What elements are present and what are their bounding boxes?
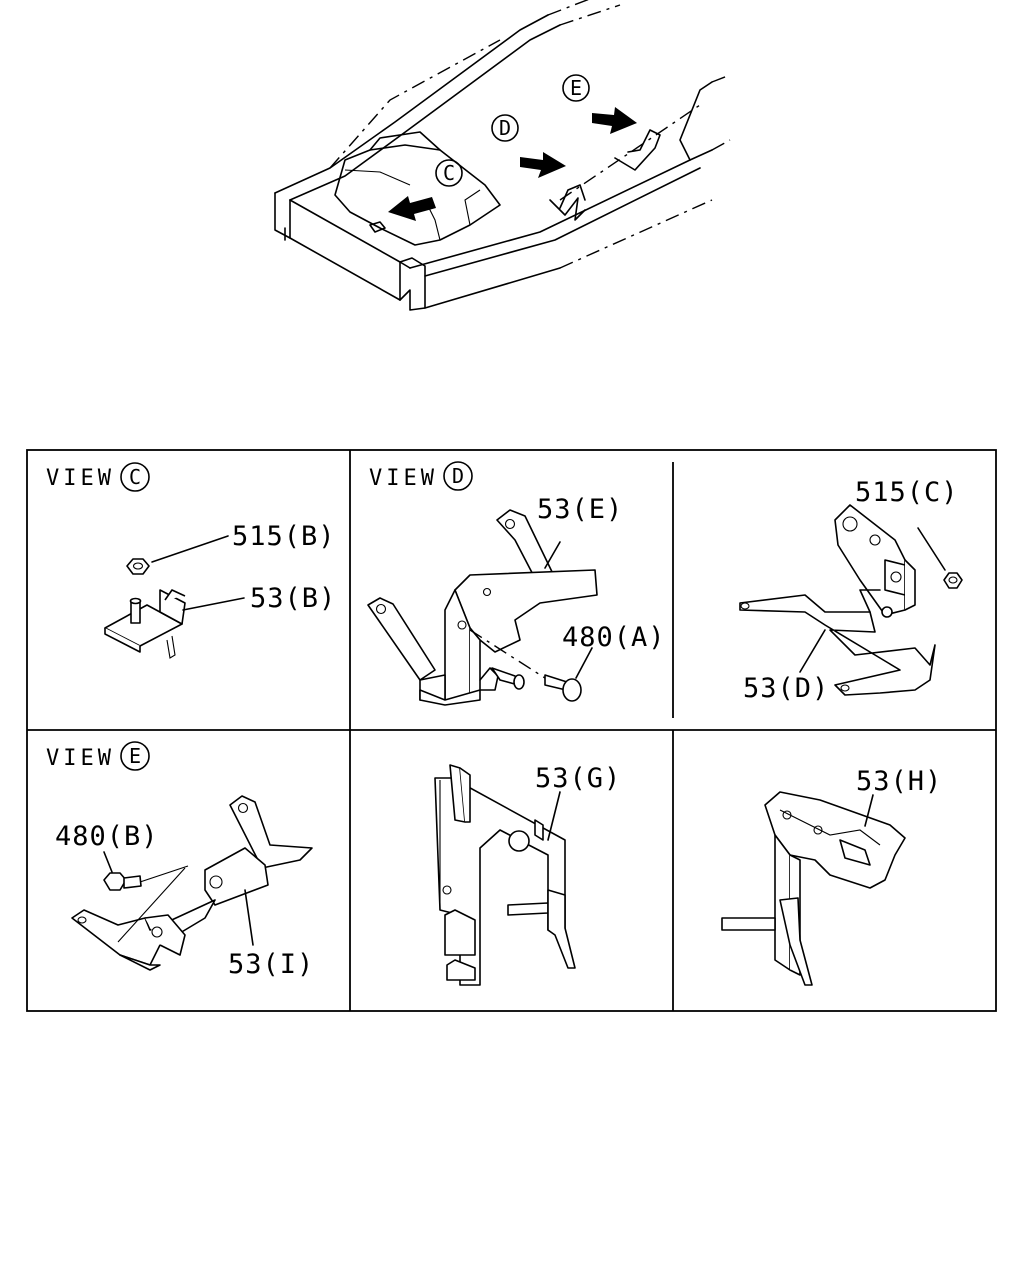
panel-53h: 53(H) xyxy=(721,766,942,986)
label-53d: 53(D) xyxy=(743,673,829,704)
panel-grid xyxy=(26,449,997,1012)
panel-view-e: VIEW E 480(B) 53(I) xyxy=(46,741,314,980)
bolt-480b xyxy=(103,851,142,891)
panel-view-c: VIEW C 515(B) 53(B) xyxy=(46,462,336,659)
bracket-53d xyxy=(739,504,936,696)
label-480b: 480(B) xyxy=(55,821,159,852)
bracket-53i xyxy=(71,795,313,971)
panel-view-d: VIEW D xyxy=(367,461,666,706)
svg-text:C: C xyxy=(443,161,455,185)
svg-text:E: E xyxy=(570,76,582,100)
arrow-c xyxy=(388,196,436,221)
arrow-e xyxy=(592,107,637,134)
svg-text:C: C xyxy=(129,465,141,489)
svg-text:VIEW: VIEW xyxy=(369,466,438,491)
label-53g: 53(G) xyxy=(535,763,621,794)
svg-text:E: E xyxy=(129,744,141,768)
marker-d: D xyxy=(491,114,519,142)
view-e-heading: VIEW E xyxy=(46,741,150,771)
label-53h: 53(H) xyxy=(856,766,942,797)
label-480a: 480(A) xyxy=(562,622,666,653)
label-515c: 515(C) xyxy=(855,477,959,508)
view-c-heading: VIEW C xyxy=(46,462,150,492)
nut-515c xyxy=(917,527,963,589)
svg-text:D: D xyxy=(452,464,464,488)
label-53i: 53(I) xyxy=(228,949,314,980)
svg-text:VIEW: VIEW xyxy=(46,746,115,771)
panel-view-d-right: 515(C) 53(D) xyxy=(739,477,963,704)
stud-bolt xyxy=(491,667,525,690)
marker-c: C xyxy=(435,159,463,187)
arrow-d xyxy=(520,152,566,178)
bracket-53h xyxy=(721,791,906,986)
bracket-53e xyxy=(367,509,598,706)
label-53e: 53(E) xyxy=(537,494,623,525)
view-d-heading: VIEW D xyxy=(369,461,473,491)
bolt-480a xyxy=(469,629,593,702)
svg-text:D: D xyxy=(499,116,511,140)
nut-515b xyxy=(126,535,229,575)
panel-53g: 53(G) xyxy=(434,763,621,986)
chassis-frame-overview: C D E xyxy=(274,0,731,311)
svg-text:VIEW: VIEW xyxy=(46,466,115,491)
bracket-53b xyxy=(104,589,245,659)
label-53b: 53(B) xyxy=(250,583,336,614)
marker-e: E xyxy=(562,74,590,102)
label-515b: 515(B) xyxy=(232,521,336,552)
bracket-53g xyxy=(434,764,576,986)
